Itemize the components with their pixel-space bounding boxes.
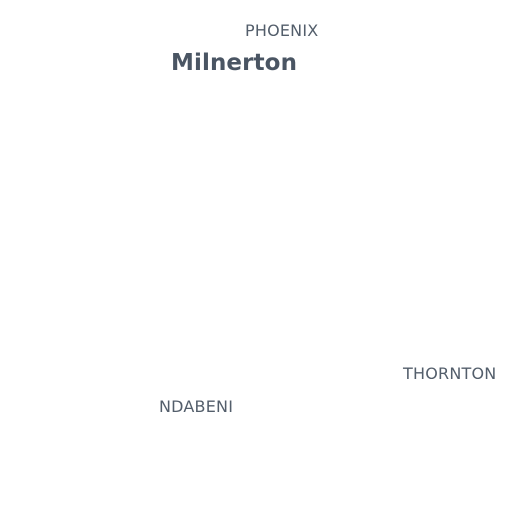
place-label-milnerton: Milnerton xyxy=(171,50,298,76)
place-label-ndabeni: NDABENI xyxy=(159,397,234,416)
place-label-thornton: THORNTON xyxy=(403,364,497,383)
place-label-phoenix: PHOENIX xyxy=(245,21,319,40)
